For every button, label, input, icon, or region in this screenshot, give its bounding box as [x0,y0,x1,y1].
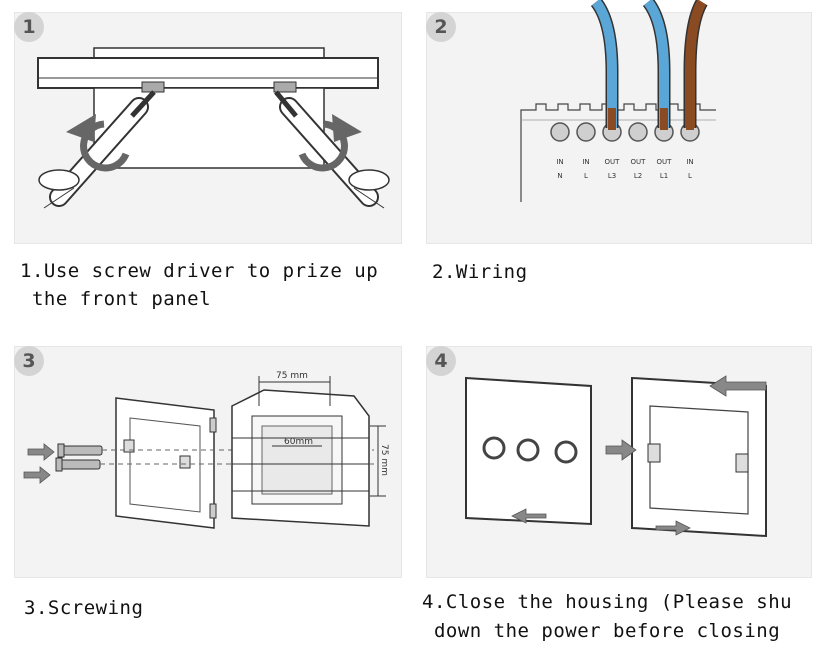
terminal-3 [628,122,648,142]
step-3-illustration: 75 mm 75 mm 60mm [23,371,389,529]
button-3 [554,440,578,464]
button-2 [516,438,540,462]
rotate-arrow-left-icon [66,114,130,172]
step-1-caption-line1: 1.Use screw driver to prize up [20,260,379,282]
slide-arrow-icon [511,375,767,536]
wall-box [231,389,370,527]
housing-frame [631,376,767,538]
step-3-caption: 3.Screwing [24,597,144,619]
terminal-label-top-3: OUT [631,158,647,166]
step-4-caption-line2: down the power before closing [422,620,781,642]
terminal-1 [576,122,596,142]
push-arrow-icon [23,443,55,484]
terminal-label-top-5: IN [686,158,693,166]
terminal-label-top-4: OUT [657,158,673,166]
step-3-badge: 3 [14,346,44,376]
step-4-illustration [465,375,767,538]
terminal-label-bottom-0: N [557,172,562,180]
dimension-spacing: 60mm [284,437,313,447]
step-1-illustration [37,47,390,209]
terminal-label-top-0: IN [556,158,563,166]
mounting-plate [115,397,217,529]
terminal-label-bottom-1: L [584,172,588,180]
front-panel-with-buttons [465,376,592,526]
step-2-caption: 2.Wiring [432,261,528,283]
terminal-label-bottom-5: L [688,172,692,180]
rotate-arrow-right-icon [298,114,362,172]
front-panel-top [93,47,325,59]
screwdriver-right-icon [274,90,390,209]
front-panel [37,57,379,89]
button-1 [482,436,506,460]
wiring-diagram: IN IN OUT OUT OUT IN N L L3 L2 L1 L [520,0,716,202]
step-2-badge: 2 [426,12,456,42]
terminal-label-top-2: OUT [605,158,621,166]
terminal-label-top-1: IN [582,158,589,166]
terminal-label-bottom-3: L2 [634,172,642,180]
dimension-height: 75 mm [379,444,389,476]
dimension-width: 75 mm [276,371,308,381]
screwdriver-left-icon [38,90,156,209]
screw-icon [55,443,103,472]
terminal-label-bottom-2: L3 [608,172,616,180]
step-1-caption-line2: the front panel [20,288,212,310]
terminal-label-bottom-4: L1 [660,172,668,180]
step-1-badge: 1 [14,12,44,42]
step-4-caption-line1: 4.Close the housing (Please shu [422,591,793,613]
terminal-0 [550,122,570,142]
step-4-badge: 4 [426,346,456,376]
